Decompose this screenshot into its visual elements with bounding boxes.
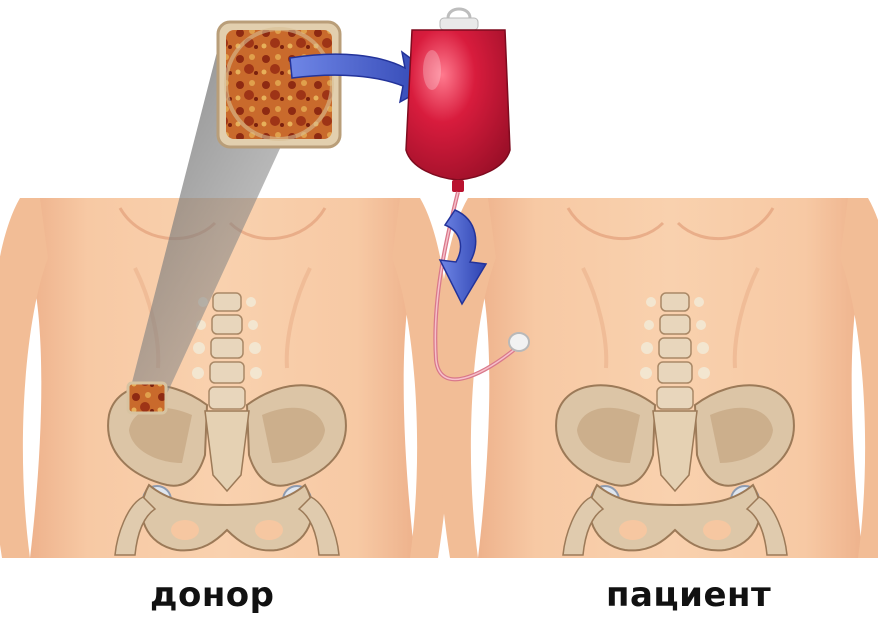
- hip-marrow-sample: [128, 383, 166, 413]
- patient-label: пациент: [606, 575, 771, 615]
- iv-connector-icon: [509, 333, 529, 351]
- bone-marrow-cross-section-icon: [218, 22, 340, 147]
- transfusion-bag-icon: [406, 9, 510, 192]
- donor-label: донор: [150, 575, 275, 615]
